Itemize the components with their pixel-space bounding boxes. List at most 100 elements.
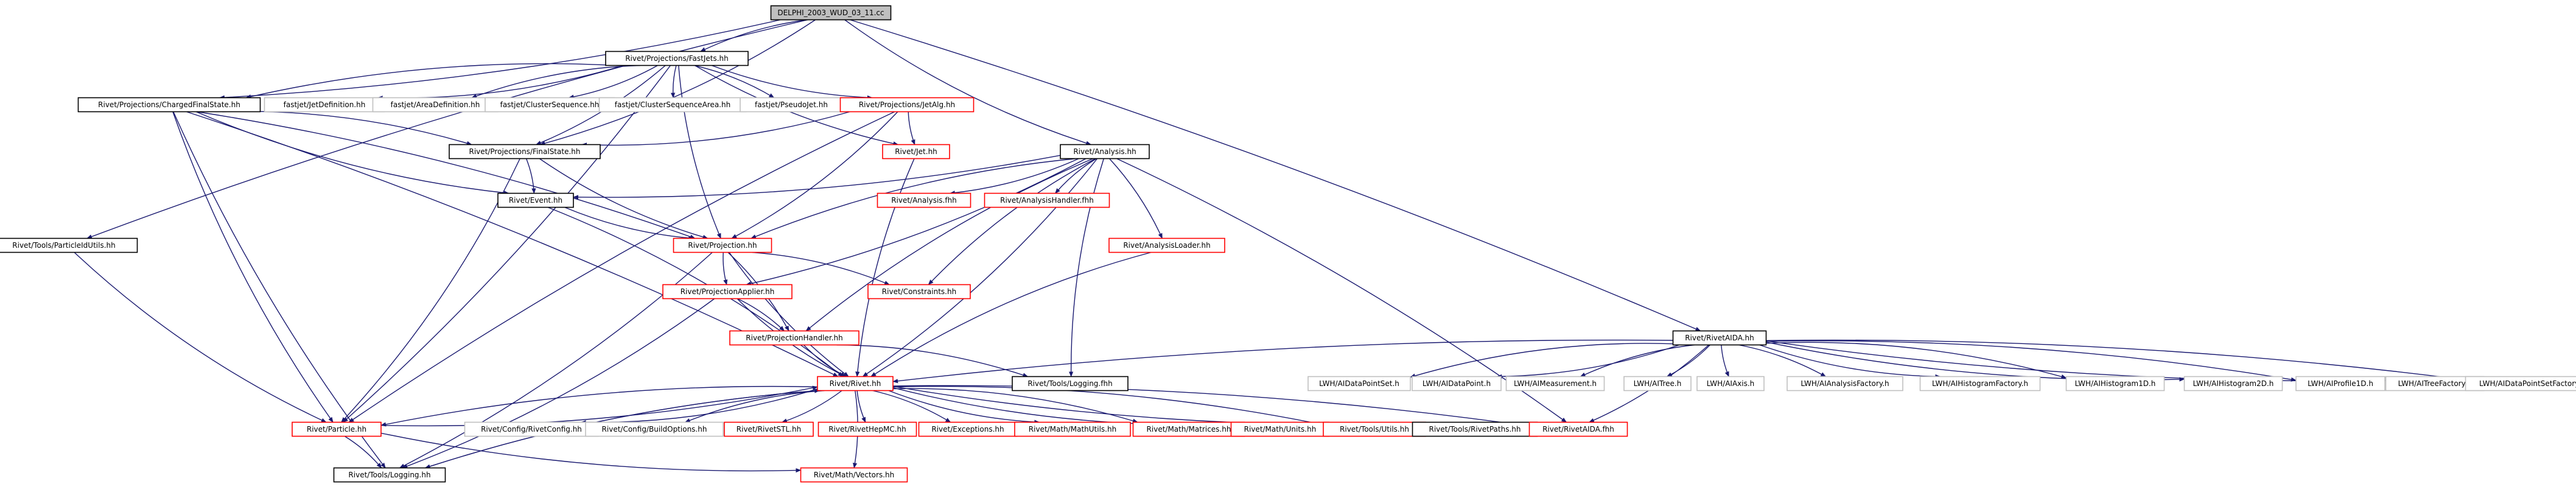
edge-particleid-to-particle (74, 251, 327, 423)
node-label: Rivet/Projections/JetAlg.hh (859, 100, 955, 109)
node-projection[interactable]: Rivet/Projection.hh (673, 237, 772, 253)
node-box (1505, 376, 1605, 391)
node-charged[interactable]: Rivet/Projections/ChargedFinalState.hh (77, 97, 261, 113)
node-box (1672, 330, 1767, 346)
node-label: Rivet/Math/MathUtils.hh (1029, 425, 1116, 434)
node-label: Rivet/AnalysisHandler.fhh (1000, 196, 1094, 205)
node-label: Rivet/Math/Units.hh (1244, 425, 1317, 434)
edge-finalstate-to-particle (341, 158, 520, 423)
node-mathutils[interactable]: Rivet/Math/MathUtils.hh (1014, 421, 1131, 437)
edge-analysis-to-analysisfhh (949, 158, 1079, 195)
node-lwhp1: LWH/AIProfile1D.h (2295, 376, 2385, 391)
node-root[interactable]: DELPHI_2003_WUD_03_11.cc (770, 5, 892, 21)
edge-rivet-to-utils (892, 385, 1324, 426)
edge-particle-to-vectors (380, 432, 802, 473)
node-label: Rivet/Exceptions.hh (931, 425, 1004, 434)
node-logging2[interactable]: Rivet/Tools/Logging.hh (333, 467, 446, 483)
node-aidafhh[interactable]: Rivet/RivetAIDA.fhh (1528, 421, 1628, 437)
node-applier[interactable]: Rivet/ProjectionApplier.hh (662, 284, 793, 300)
node-particleid[interactable]: Rivet/Tools/ParticleIdUtils.hh (0, 237, 138, 253)
node-exceptions[interactable]: Rivet/Exceptions.hh (918, 421, 1018, 437)
node-matrices[interactable]: Rivet/Math/Matrices.hh (1132, 421, 1245, 437)
edge-fastjets-to-jet (695, 65, 899, 146)
node-fjarea: fastjet/AreaDefinition.hh (372, 97, 499, 113)
node-label: Rivet/Particle.hh (307, 425, 366, 434)
node-event[interactable]: Rivet/Event.hh (497, 192, 574, 208)
edge-aida-to-lwhh1 (1766, 342, 2067, 379)
edge-particle-to-logging2 (344, 435, 382, 469)
edge-projection-to-applier (723, 252, 728, 286)
edge-rivet-to-build (684, 390, 825, 423)
node-box (1696, 376, 1765, 391)
node-config: Rivet/Config/RivetConfig.hh (464, 421, 599, 437)
node-loader[interactable]: Rivet/AnalysisLoader.hh (1108, 237, 1225, 253)
node-label: LWH/AIHistogram2D.h (2193, 379, 2274, 388)
node-handlerfhh[interactable]: Rivet/AnalysisHandler.fhh (984, 192, 1110, 208)
node-hepmc[interactable]: Rivet/RivetHepMC.hh (817, 421, 917, 437)
dependency-edges (74, 19, 2466, 473)
node-box (1014, 421, 1131, 437)
edge-jetalg-to-particle (348, 111, 895, 423)
edge-fastjets-to-fjcsa (670, 65, 677, 99)
node-box (1919, 376, 2041, 391)
edge-fastjets-to-charged (245, 63, 606, 99)
node-paths[interactable]: Rivet/Tools/RivetPaths.hh (1412, 421, 1538, 437)
node-box (2183, 376, 2283, 391)
edge-fastjets-to-fjarea (471, 65, 640, 99)
edge-projection-to-rivet (729, 252, 849, 377)
node-particle[interactable]: Rivet/Particle.hh (292, 421, 382, 437)
node-jet[interactable]: Rivet/Jet.hh (882, 144, 950, 160)
node-utils[interactable]: Rivet/Tools/Utils.hh (1323, 421, 1426, 437)
node-fjcs: fastjet/ClusterSequence.hh (485, 97, 615, 113)
node-box (292, 421, 382, 437)
node-label: LWH/AIHistogram1D.h (2075, 379, 2156, 388)
edge-finalstate-to-projection (539, 158, 709, 239)
node-box (77, 97, 261, 113)
node-label: Rivet/Tools/Logging.fhh (1027, 379, 1112, 388)
edge-charged-to-particle (172, 111, 334, 423)
node-lwhhf: LWH/AIHistogramFactory.h (1919, 376, 2041, 391)
edge-analysis-to-applier (746, 158, 1087, 286)
edge-jetalg-to-finalstate (581, 111, 850, 147)
node-finalstate[interactable]: Rivet/Projections/FinalState.hh (449, 144, 601, 160)
edge-jet-to-rivet (855, 158, 915, 377)
node-constraints[interactable]: Rivet/Constraints.hh (867, 284, 971, 300)
node-box (662, 284, 793, 300)
file-nodes: DELPHI_2003_WUD_03_11.ccRivet/Projection… (0, 5, 2576, 483)
node-label: Rivet/RivetHepMC.hh (828, 425, 906, 434)
node-analysis[interactable]: Rivet/Analysis.hh (1060, 144, 1150, 160)
edge-analysis-to-phandler (805, 158, 1094, 332)
node-box (867, 284, 971, 300)
edge-analysis-to-rivet (862, 158, 1098, 377)
node-box (2465, 376, 2576, 391)
edge-root-to-particleid (86, 19, 808, 239)
edge-analysis-to-constraints (928, 158, 1096, 286)
node-jetalg[interactable]: Rivet/Projections/JetAlg.hh (839, 97, 975, 113)
node-label: Rivet/AnalysisLoader.hh (1123, 241, 1210, 250)
node-label: Rivet/Event.hh (509, 196, 562, 205)
node-label: Rivet/Constraints.hh (882, 287, 956, 296)
node-logging1[interactable]: Rivet/Tools/Logging.fhh (1012, 376, 1129, 391)
node-vectors[interactable]: Rivet/Math/Vectors.hh (800, 467, 908, 483)
edge-aida-to-lwhaxis (1721, 345, 1729, 377)
node-units[interactable]: Rivet/Math/Units.hh (1230, 421, 1330, 437)
node-fastjets[interactable]: Rivet/Projections/FastJets.hh (605, 51, 749, 66)
node-label: fastjet/PseudoJet.hh (755, 100, 828, 109)
node-box (984, 192, 1110, 208)
node-label: Rivet/Config/BuildOptions.hh (602, 425, 707, 434)
node-box (800, 467, 908, 483)
node-box (839, 97, 975, 113)
node-analysisfhh[interactable]: Rivet/Analysis.fhh (877, 192, 971, 208)
node-box (1528, 421, 1628, 437)
node-box (729, 330, 859, 346)
node-box (2295, 376, 2385, 391)
edge-aida-to-lwhaf (1738, 344, 1827, 377)
node-stl[interactable]: Rivet/RivetSTL.hh (724, 421, 814, 437)
node-rivet[interactable]: Rivet/Rivet.hh (817, 376, 894, 391)
node-aida[interactable]: Rivet/RivetAIDA.hh (1672, 330, 1767, 346)
edge-rivet-to-aidafhh (892, 385, 1530, 428)
edge-fastjets-to-particle (342, 65, 671, 423)
node-phandler[interactable]: Rivet/ProjectionHandler.hh (729, 330, 859, 346)
node-box (724, 421, 814, 437)
